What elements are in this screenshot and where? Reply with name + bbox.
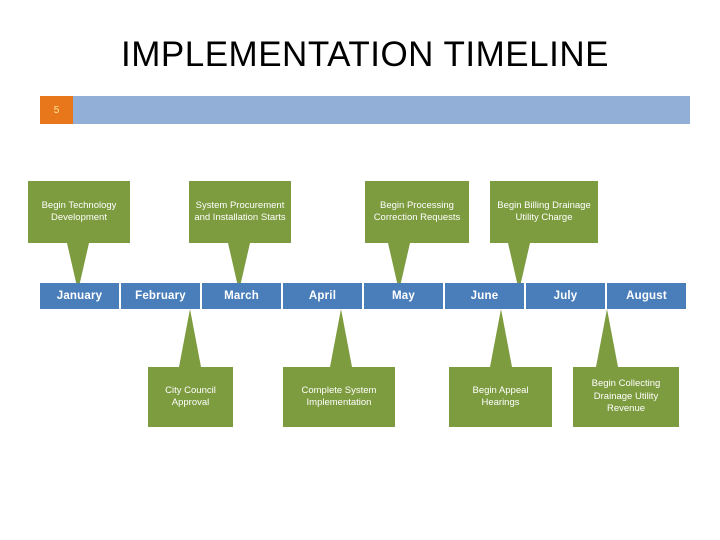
- milestone-label: Begin Appeal Hearings: [472, 384, 529, 409]
- milestone-label: Begin Billing Drainage Utility Charge: [497, 199, 591, 224]
- milestone-label: Complete System Implementation: [301, 384, 377, 409]
- callout-tail-up-4: [596, 309, 618, 367]
- month-label: July: [553, 290, 578, 302]
- callout-tail-up-3: [490, 309, 512, 367]
- milestone-above-begin-technology-development[interactable]: Begin Technology Development: [28, 181, 130, 243]
- milestone-below-complete-system-implementation[interactable]: Complete System Implementation: [283, 367, 395, 427]
- callout-tail-up-1: [179, 309, 201, 367]
- month-march[interactable]: March: [202, 283, 281, 309]
- callout-tail-down-3: [388, 243, 410, 291]
- month-label: August: [626, 290, 667, 302]
- milestone-label: Begin Technology Development: [41, 199, 117, 224]
- month-label: May: [392, 290, 415, 302]
- month-april[interactable]: April: [283, 283, 362, 309]
- milestone-below-begin-collecting-drainage-utility-revenue[interactable]: Begin Collecting Drainage Utility Revenu…: [573, 367, 679, 427]
- callout-tail-down-2: [228, 243, 250, 291]
- header-band: [40, 96, 690, 124]
- month-label: March: [224, 290, 259, 302]
- page-title: IMPLEMENTATION TIMELINE: [121, 35, 609, 74]
- milestone-label: Begin Processing Correction Requests: [373, 199, 461, 224]
- milestone-label: Begin Collecting Drainage Utility Revenu…: [591, 378, 661, 415]
- month-february[interactable]: February: [121, 283, 200, 309]
- month-may[interactable]: May: [364, 283, 443, 309]
- milestone-below-city-council-approval[interactable]: City Council Approval: [148, 367, 233, 427]
- callout-tail-down-4: [508, 243, 530, 291]
- month-july[interactable]: July: [526, 283, 605, 309]
- milestone-above-begin-billing-drainage-utility-charge[interactable]: Begin Billing Drainage Utility Charge: [490, 181, 598, 243]
- milestone-label: System Procurement and Installation Star…: [194, 199, 286, 224]
- callout-tail-up-2: [330, 309, 352, 367]
- month-label: February: [135, 290, 186, 302]
- milestone-below-begin-appeal-hearings[interactable]: Begin Appeal Hearings: [449, 367, 552, 427]
- milestone-above-system-procurement-and-installation-starts[interactable]: System Procurement and Installation Star…: [189, 181, 291, 243]
- month-august[interactable]: August: [607, 283, 686, 309]
- milestone-label: City Council Approval: [165, 384, 216, 409]
- month-label: June: [470, 290, 499, 302]
- month-june[interactable]: June: [445, 283, 524, 309]
- month-january[interactable]: January: [40, 283, 119, 309]
- milestone-above-begin-processing-correction-requests[interactable]: Begin Processing Correction Requests: [365, 181, 469, 243]
- callout-tail-down-1: [67, 243, 89, 291]
- month-label: April: [308, 290, 337, 302]
- slide-number-badge: 5: [40, 96, 73, 124]
- month-label: January: [56, 290, 103, 302]
